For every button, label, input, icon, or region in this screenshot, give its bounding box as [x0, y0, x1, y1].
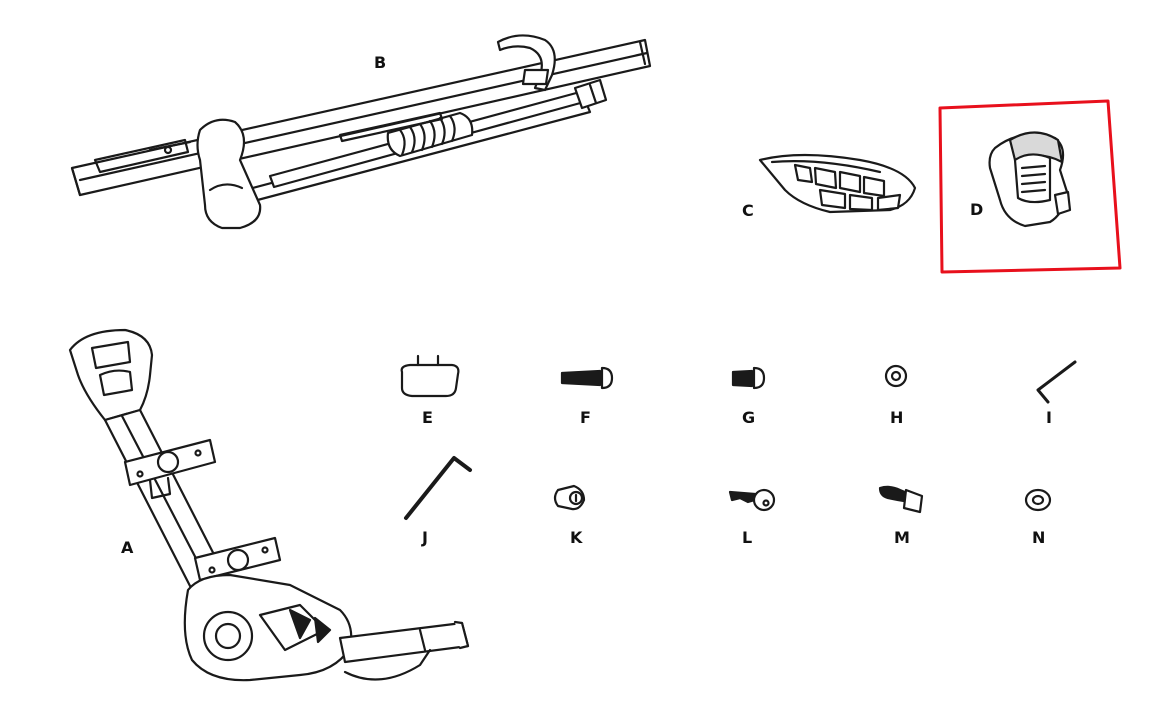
- part-label-b: B: [374, 53, 387, 72]
- part-k-lock-cylinder: [553, 484, 586, 511]
- part-label-m: M: [894, 528, 910, 547]
- part-a-upright-mast: [68, 328, 470, 682]
- part-h-washer: [884, 364, 908, 388]
- part-e-end-cap: [400, 354, 460, 398]
- part-label-d: D: [970, 200, 984, 219]
- part-label-k: K: [570, 528, 583, 547]
- part-label-g: G: [742, 408, 756, 427]
- part-label-f: F: [580, 408, 591, 427]
- part-label-a: A: [121, 538, 134, 557]
- highlight-box: [938, 99, 1122, 274]
- part-label-n: N: [1032, 528, 1046, 547]
- part-label-j: J: [422, 528, 428, 547]
- part-c-cradle: [758, 153, 917, 214]
- part-g-short-bolt: [731, 366, 766, 390]
- part-label-i: I: [1046, 408, 1052, 427]
- part-b-crossbar-arm: [70, 34, 652, 230]
- part-label-h: H: [890, 408, 904, 427]
- part-n-spacer: [1024, 488, 1052, 512]
- part-l-key: [728, 488, 776, 512]
- part-i-small-hex-key: [1036, 360, 1077, 404]
- part-m-key: [878, 485, 924, 514]
- part-j-large-hex-key: [404, 456, 472, 520]
- part-label-e: E: [422, 408, 433, 427]
- part-label-c: C: [742, 201, 754, 220]
- part-f-long-bolt: [560, 366, 614, 390]
- part-label-l: L: [742, 528, 753, 547]
- part-d-strap-clamp: [988, 131, 1072, 228]
